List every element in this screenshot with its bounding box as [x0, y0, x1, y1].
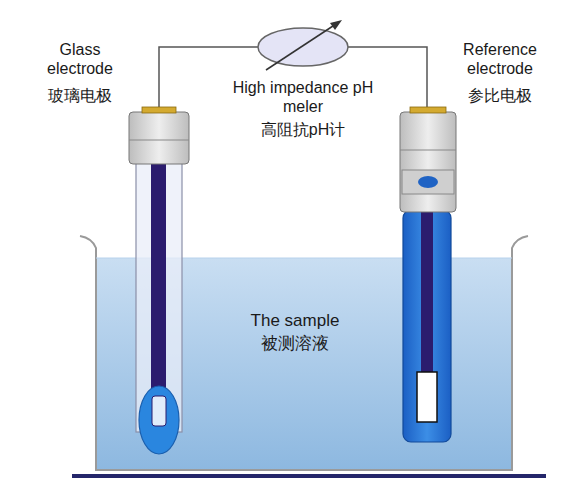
instrument-name-cn: 高阻抗pH计	[261, 120, 345, 139]
electrode-name: Reference electrode	[450, 40, 550, 78]
sample-label-cn: 被测溶液	[261, 333, 329, 356]
ph-meter-symbol	[258, 20, 348, 70]
reference-electrode	[400, 107, 456, 442]
instrument-name: High impedance pH meler	[218, 78, 388, 116]
electrode-name-cn: 参比电极	[468, 86, 532, 105]
bench-line	[72, 474, 546, 478]
sample-label: The sample	[251, 310, 340, 333]
electrode-name-cn: 玻璃电极	[48, 86, 112, 105]
glass-electrode	[129, 107, 189, 454]
sample-solution: The sample被测溶液	[190, 310, 400, 390]
electrode-name: Glass electrode	[40, 40, 120, 78]
